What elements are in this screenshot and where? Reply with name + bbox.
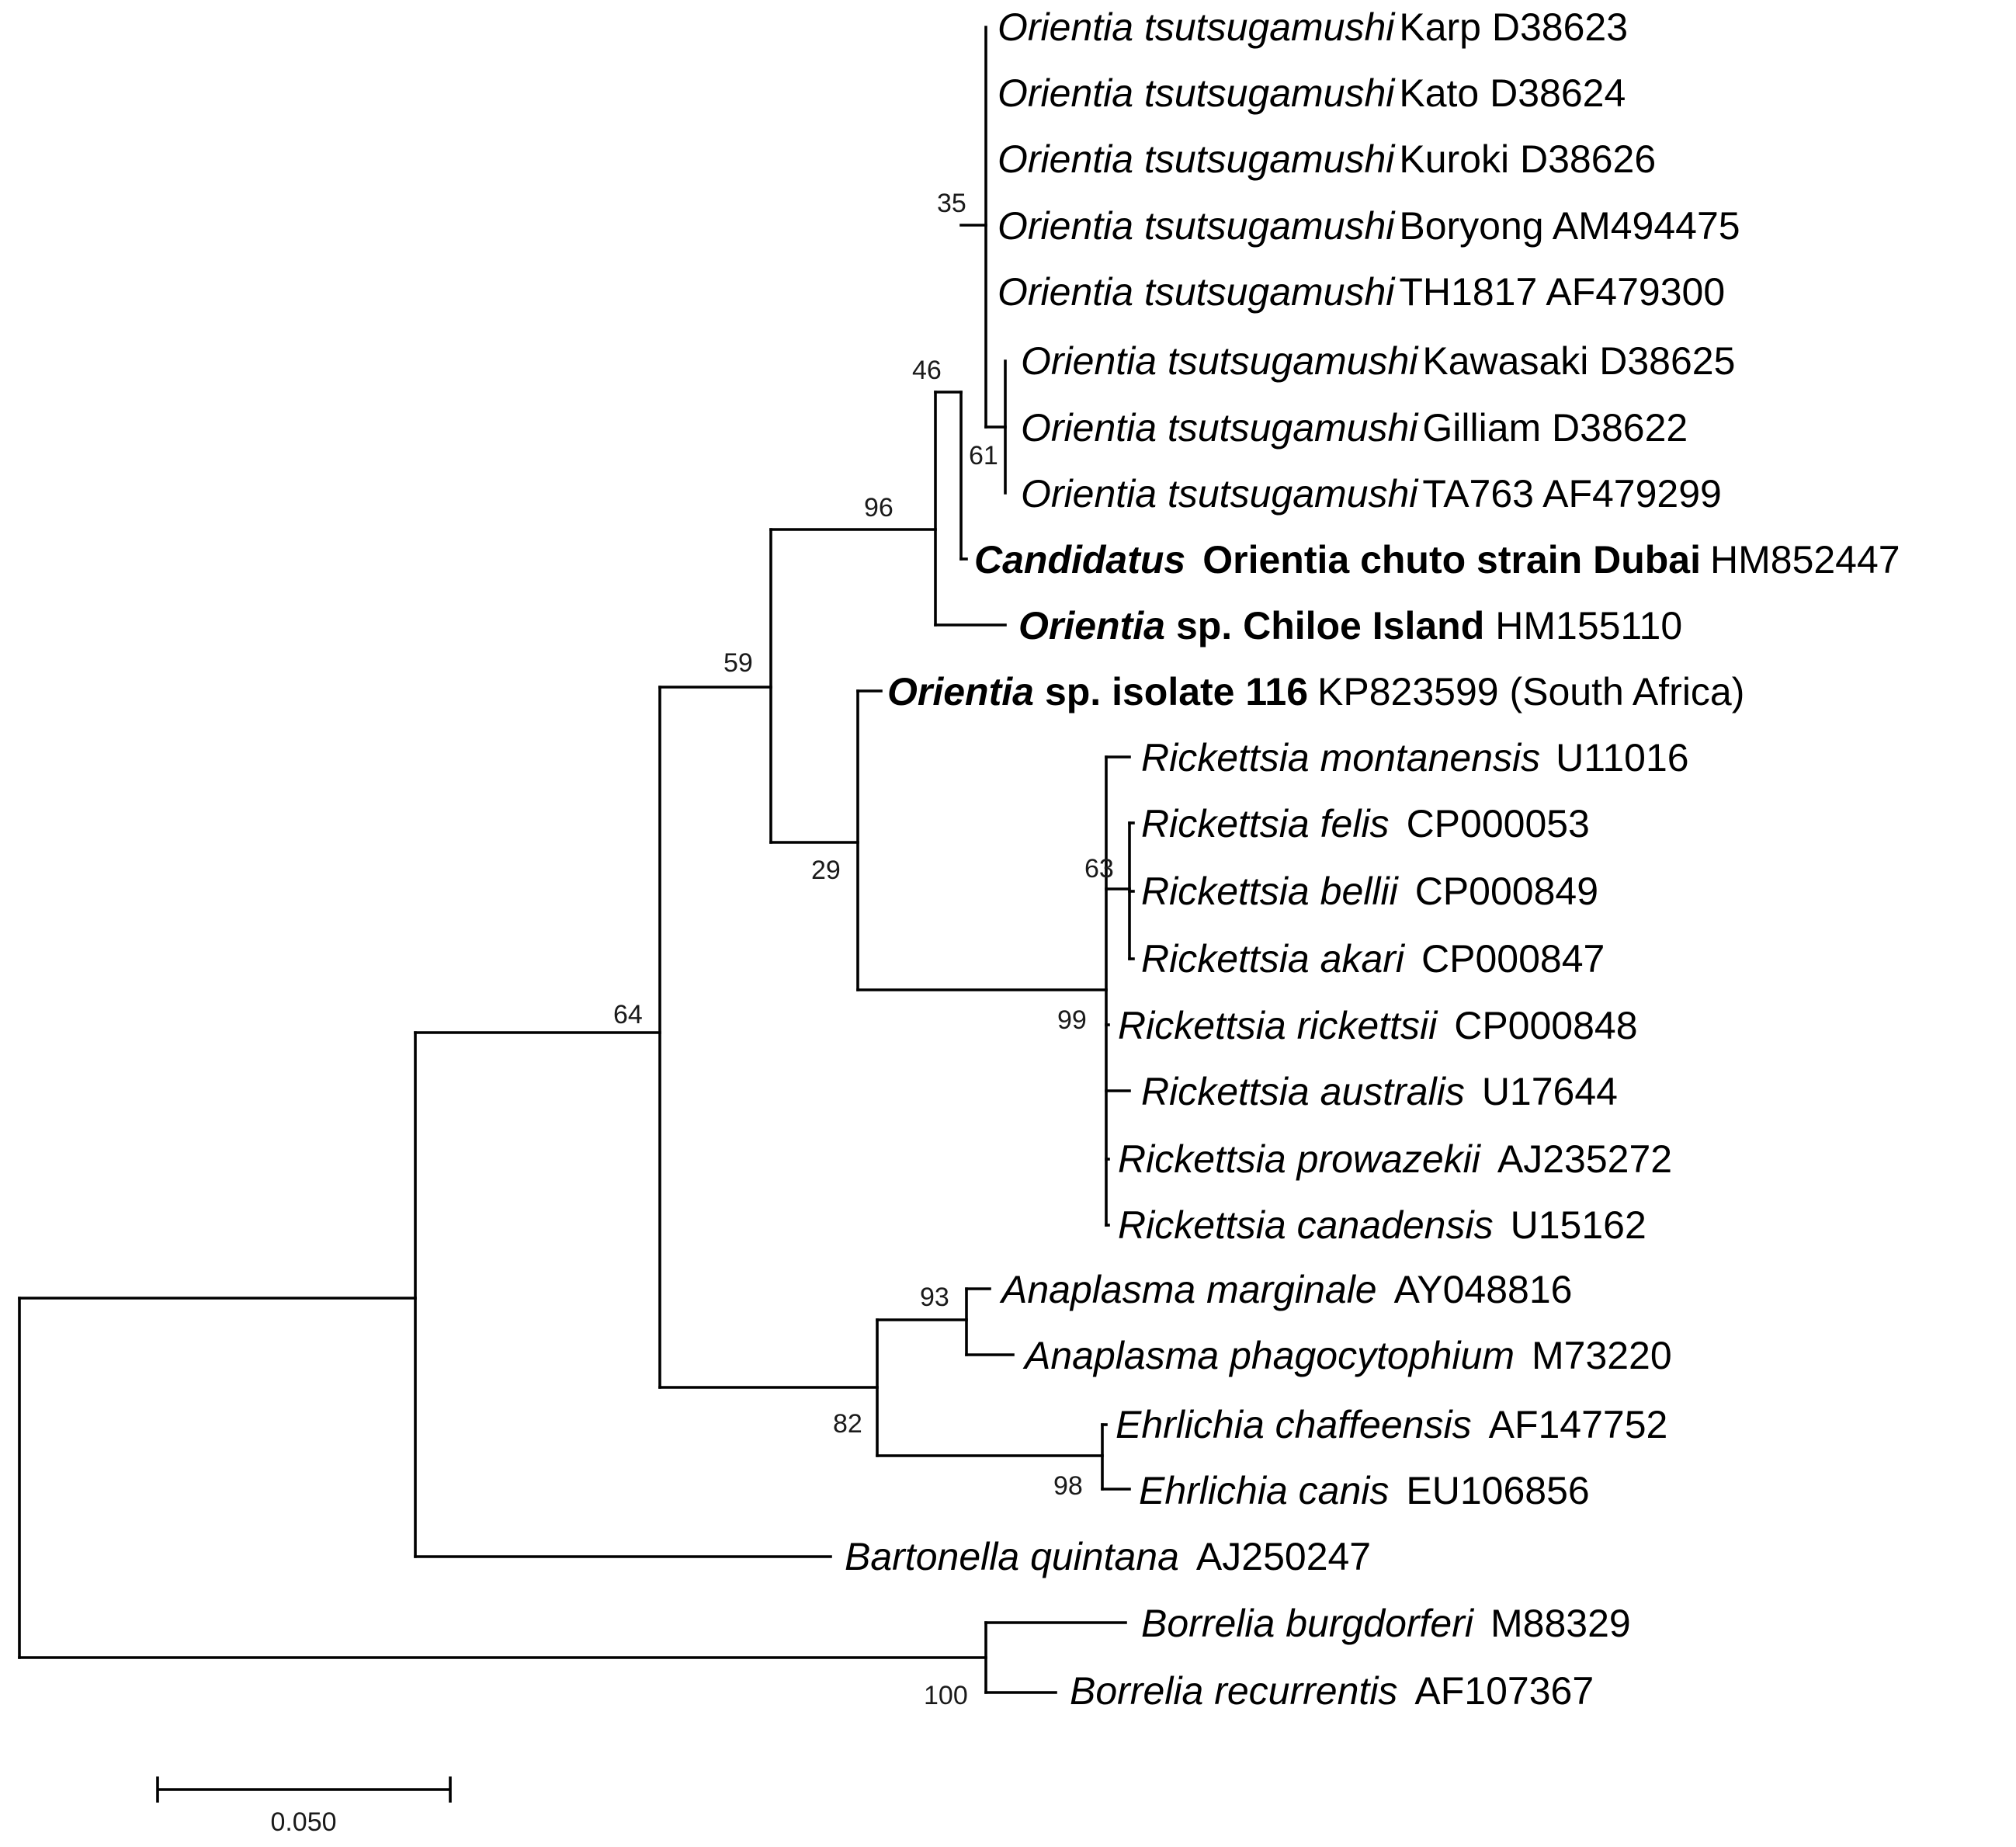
bootstrap-label: 29	[811, 856, 841, 885]
bootstrap-label: 98	[1053, 1471, 1083, 1501]
bootstrap-label: 35	[937, 189, 966, 218]
bootstrap-label: 96	[864, 493, 893, 523]
bootstrap-label: 46	[912, 356, 942, 385]
bootstrap-label: 61	[969, 441, 998, 470]
bootstrap-label: 63	[1084, 854, 1114, 884]
bootstrap-values: 35 46 61 96 59 29 63 99 64 93 82 98 100	[613, 189, 1114, 1710]
bootstrap-label: 99	[1057, 1005, 1087, 1035]
bootstrap-label: 82	[833, 1409, 862, 1439]
scale-bar: 0.050	[156, 1776, 452, 1837]
scale-bar-label: 0.050	[270, 1807, 336, 1837]
bootstrap-label: 59	[723, 648, 753, 678]
tree-branches	[18, 26, 1135, 1694]
scale-bar-line	[156, 1776, 452, 1803]
bootstrap-label: 100	[924, 1681, 968, 1710]
bootstrap-label: 93	[920, 1283, 949, 1312]
bootstrap-label: 64	[613, 1000, 643, 1029]
